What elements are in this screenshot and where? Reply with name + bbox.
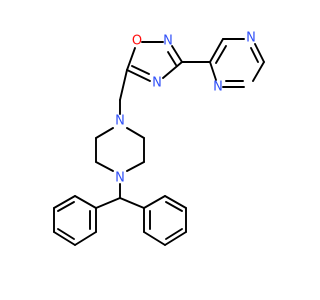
atom-label-piperazine-n1: N	[115, 114, 125, 129]
piperazine-ring	[95, 127, 145, 172]
bond-rp-5-6	[164, 195, 187, 209]
bond-lp-3-4	[53, 231, 76, 246]
bond-rp-2-3	[143, 231, 166, 246]
bond-pp-c3-n4	[95, 161, 114, 172]
bond-rp-5-6-inner	[165, 201, 183, 212]
structure-diagram: O N N N N N N	[53, 31, 265, 246]
atom-label-oxadiazole-n2: N	[163, 34, 173, 49]
left-phenyl-ring	[53, 195, 97, 246]
right-phenyl-ring	[143, 195, 187, 246]
atom-label-pyrazine-n4: N	[246, 31, 256, 46]
bond-pz-c5-c6	[252, 61, 265, 82]
bond-lp-5-6	[53, 195, 76, 209]
bond-n2-c3	[171, 45, 183, 63]
bond-pp-c6-n1	[126, 127, 145, 139]
bond-lp-5-6-inner	[57, 201, 75, 212]
bond-pp-n1-c2	[95, 127, 114, 139]
atom-label-pyrazine-n1: N	[213, 80, 223, 95]
bond-rp-6-1	[143, 195, 166, 209]
bond-pz-c2-c3-inner	[215, 45, 227, 64]
pyrazine-ring	[181, 38, 265, 88]
bond-c3-n4	[162, 61, 183, 79]
bond-lp-6-1	[74, 195, 97, 209]
bond-n4-c5	[126, 69, 151, 82]
oxadiazole-ring	[126, 41, 183, 82]
bond-ch-right-phenyl	[119, 197, 145, 209]
bond-pz-n4-c5-inner	[250, 47, 259, 63]
bond-pz-c2-c3	[209, 38, 224, 63]
bond-lp-2-3	[74, 231, 97, 246]
bond-n4-c5-inner	[131, 65, 150, 75]
bond-rp-3-4-inner	[165, 228, 183, 240]
atom-label-piperazine-n4: N	[115, 171, 125, 186]
molecule-drawing: O N N N N N N	[53, 31, 265, 246]
bond-pp-n4-c5	[126, 161, 145, 172]
bond-pz-n1-c2	[209, 61, 217, 81]
bond-c5-o1	[126, 47, 136, 71]
bond-lp-3-4-inner	[57, 228, 75, 240]
bond-n2-c3-inner	[167, 51, 177, 66]
bond-pz-n4-c5	[254, 43, 265, 63]
bond-rp-3-4	[164, 231, 187, 246]
bond-c5-ch2	[119, 69, 128, 101]
atom-label-oxadiazole-n4: N	[152, 76, 162, 91]
bond-ch-left-phenyl	[95, 197, 121, 209]
atom-label-oxadiazole-o: O	[132, 34, 142, 49]
